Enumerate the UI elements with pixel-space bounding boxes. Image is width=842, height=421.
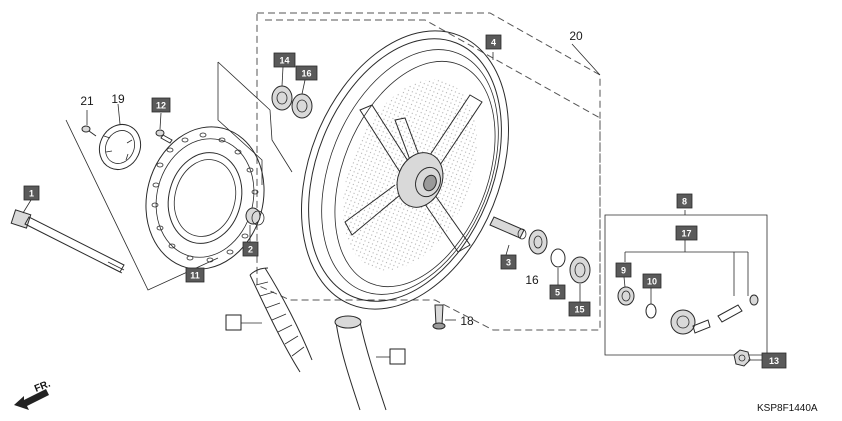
- part-number-19: 19: [111, 92, 125, 106]
- part-number-20: 20: [569, 29, 583, 43]
- wheel-assembly-outline: [256, 12, 601, 331]
- callout-12: 12: [151, 97, 171, 113]
- disc-bolt: [155, 112, 173, 144]
- callout-15: 15: [568, 301, 591, 317]
- front-axle: [10, 199, 125, 274]
- callout-5: 5: [549, 284, 566, 300]
- tire: [241, 267, 313, 373]
- callout-1: 1: [23, 185, 40, 201]
- side-collar: [245, 207, 265, 242]
- tire-callout-box: [225, 314, 242, 331]
- svg-text:4: 4: [491, 38, 496, 48]
- callout-14: 14: [273, 52, 296, 68]
- svg-text:16: 16: [301, 69, 311, 79]
- svg-text:9: 9: [621, 266, 626, 276]
- callout-3: 3: [500, 254, 517, 270]
- collar-guide-line-2: [217, 62, 263, 185]
- callout-11: 11: [185, 267, 205, 283]
- part-number-16-right: 16: [525, 273, 539, 287]
- right-bearing-set: [528, 229, 591, 302]
- svg-text:11: 11: [190, 271, 200, 281]
- svg-text:12: 12: [156, 101, 166, 111]
- collar-guide-line: [217, 61, 293, 173]
- svg-text:2: 2: [248, 245, 253, 255]
- part-number-21: 21: [80, 94, 94, 108]
- callout-2: 2: [242, 241, 259, 257]
- distance-collar: [489, 216, 527, 256]
- callout-17: 17: [675, 225, 698, 241]
- speedo-gearbox-parts: [617, 238, 762, 367]
- tube-callout-box: [389, 348, 406, 365]
- left-bearing-set: [271, 66, 313, 119]
- inner-tube: [334, 315, 390, 411]
- callout-16: 16: [295, 65, 318, 81]
- wheel-rim: [301, 30, 509, 310]
- svg-text:15: 15: [574, 305, 584, 315]
- svg-text:13: 13: [769, 356, 779, 366]
- part-number-18: 18: [460, 314, 474, 328]
- brake-disc: [145, 126, 265, 270]
- svg-text:1: 1: [29, 189, 34, 199]
- tire-valve: [432, 304, 456, 330]
- pulser-screw: [81, 110, 97, 137]
- front-direction-arrow: FR.: [14, 378, 52, 410]
- svg-text:10: 10: [647, 277, 657, 287]
- diagram-code: KSP8F1440A: [757, 403, 818, 414]
- svg-text:17: 17: [681, 229, 691, 239]
- callout-8: 8: [676, 193, 693, 209]
- svg-text:3: 3: [506, 258, 511, 268]
- callout-4: 4: [485, 34, 502, 50]
- svg-text:8: 8: [682, 197, 687, 207]
- callout-9: 9: [615, 262, 632, 278]
- pulser-ring: [98, 103, 142, 170]
- direction-label: FR.: [33, 378, 52, 394]
- callout-13: 13: [761, 352, 787, 369]
- svg-text:5: 5: [555, 288, 560, 298]
- callout-10: 10: [642, 273, 662, 289]
- group-leader-frame: [65, 119, 219, 291]
- gearbox-nut: [733, 349, 751, 367]
- svg-text:14: 14: [279, 56, 289, 66]
